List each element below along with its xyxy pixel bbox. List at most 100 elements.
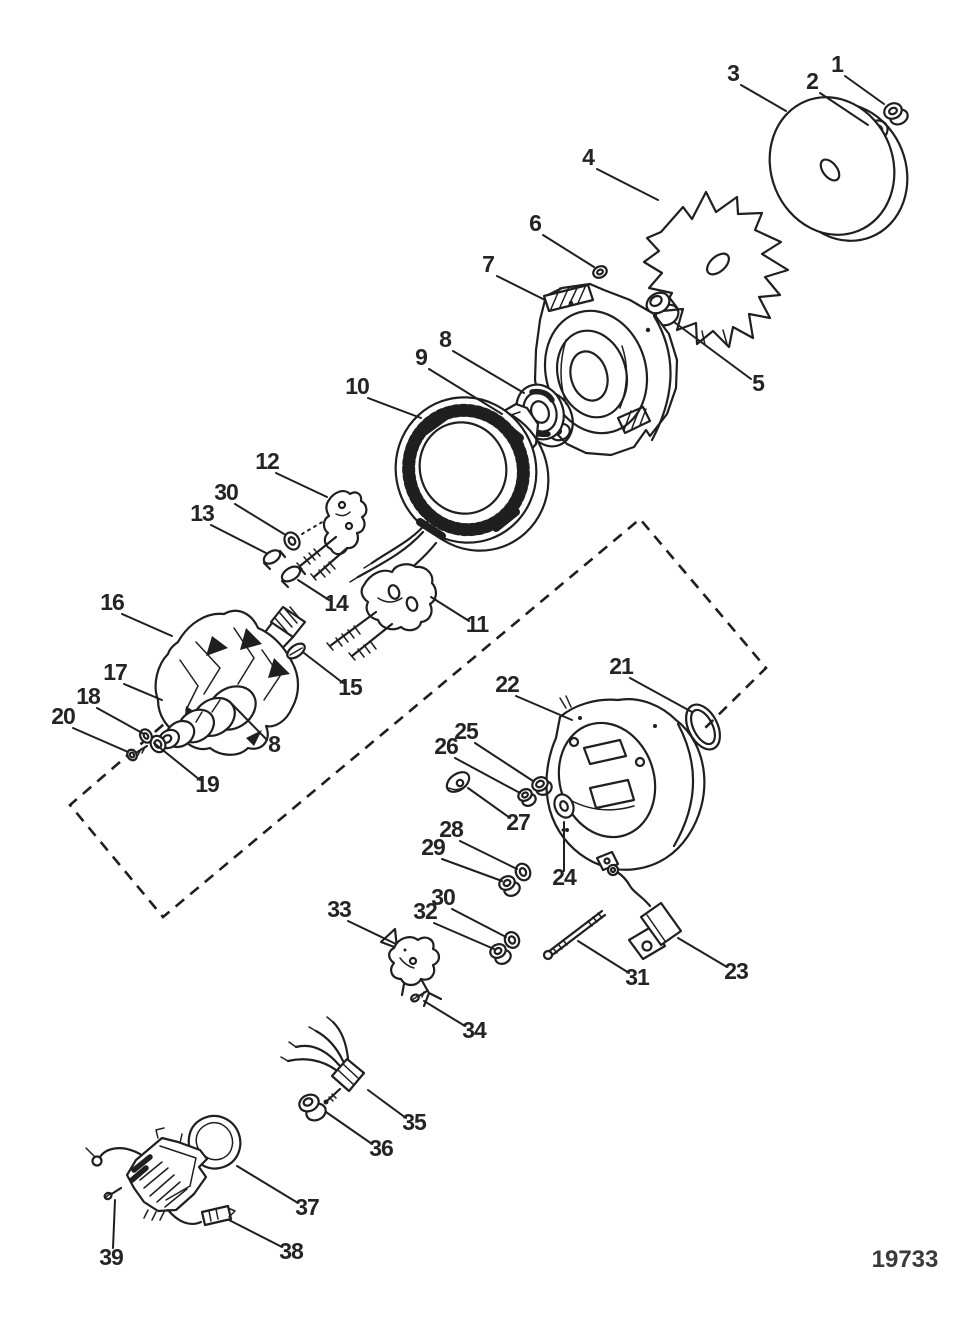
leader-line-35-36 bbox=[367, 1089, 407, 1119]
leader-line-30-30 bbox=[451, 908, 507, 938]
callout-19-19: 19 bbox=[195, 771, 219, 797]
part-screw-39 bbox=[103, 1186, 123, 1201]
callout-37-38: 37 bbox=[295, 1194, 319, 1220]
leader-line-33-32 bbox=[347, 920, 397, 945]
part-insulator-13 bbox=[262, 549, 287, 571]
part-connector-35 bbox=[280, 1016, 366, 1105]
part-washer-28 bbox=[514, 862, 532, 882]
callout-26-25: 26 bbox=[434, 733, 458, 759]
callout-22-23: 22 bbox=[495, 671, 519, 697]
leader-line-7-6 bbox=[496, 275, 546, 301]
part-insulator-washer-27 bbox=[445, 771, 471, 793]
part-nut-29 bbox=[498, 875, 521, 897]
callout-21-22: 21 bbox=[609, 653, 634, 679]
parts-artwork bbox=[85, 96, 909, 1227]
part-nut-32 bbox=[489, 943, 512, 965]
callout-4-3: 4 bbox=[582, 144, 595, 170]
callout-17-16: 17 bbox=[103, 659, 127, 685]
part-capacitor-23 bbox=[606, 863, 683, 961]
leader-line-34-35 bbox=[423, 1000, 466, 1027]
leader-line-32-31 bbox=[433, 922, 495, 950]
callout-36-37: 36 bbox=[369, 1135, 393, 1161]
leader-line-27-26 bbox=[467, 787, 511, 819]
callout-29-29: 29 bbox=[421, 834, 445, 860]
leader-line-28-28 bbox=[459, 840, 518, 870]
leader-line-17-16 bbox=[123, 683, 163, 701]
callout-8-7: 8 bbox=[439, 326, 452, 352]
callout-10-9: 10 bbox=[345, 373, 369, 399]
leader-line-37-38 bbox=[236, 1165, 299, 1204]
callout-15-21: 15 bbox=[338, 674, 363, 700]
leader-line-18-17 bbox=[96, 707, 145, 735]
callout-14-13: 14 bbox=[324, 590, 349, 616]
callout-27-26: 27 bbox=[506, 809, 530, 835]
callout-2-1: 2 bbox=[806, 68, 818, 94]
dashed-boundary bbox=[68, 517, 768, 919]
leader-line-1-0 bbox=[844, 75, 885, 105]
callout-16-15: 16 bbox=[100, 589, 124, 615]
part-nut-6 bbox=[592, 265, 608, 279]
callout-31-33: 31 bbox=[625, 964, 650, 990]
part-rear-end-frame-22 bbox=[545, 695, 706, 872]
leader-line-20-18 bbox=[72, 727, 129, 753]
part-stud-31 bbox=[542, 909, 607, 961]
leader-line-8-20 bbox=[231, 703, 268, 741]
leader-line-10-9 bbox=[367, 397, 422, 419]
leader-line-12-10 bbox=[275, 472, 328, 498]
part-insulator-14 bbox=[280, 565, 307, 589]
drawing-number: 19733 bbox=[872, 1246, 939, 1273]
callout-39-40: 39 bbox=[99, 1244, 123, 1270]
leader-line-23-34 bbox=[677, 937, 728, 968]
callout-layer: 1234567891012301314111617182019815212225… bbox=[51, 51, 885, 1270]
part-key-15 bbox=[286, 642, 306, 660]
callout-33-32: 33 bbox=[327, 896, 351, 922]
part-fan-4 bbox=[642, 190, 790, 349]
callout-35-36: 35 bbox=[402, 1109, 427, 1135]
part-screw-34 bbox=[410, 989, 429, 1003]
leader-line-8-7 bbox=[452, 350, 525, 394]
leader-line-2-1 bbox=[819, 92, 869, 126]
leader-line-31-33 bbox=[577, 940, 630, 974]
callout-6-5: 6 bbox=[529, 210, 541, 236]
leader-line-39-40 bbox=[112, 1199, 116, 1249]
leader-line-13-12 bbox=[210, 524, 267, 554]
callout-24-27: 24 bbox=[552, 864, 577, 890]
callout-25-24: 25 bbox=[454, 718, 479, 744]
leader-line-29-29 bbox=[441, 858, 503, 882]
part-regulator-gasket-37 bbox=[85, 1114, 242, 1221]
leader-line-14-13 bbox=[297, 579, 330, 601]
leader-line-19-19 bbox=[153, 742, 201, 781]
leader-line-6-5 bbox=[542, 234, 595, 268]
callout-13-12: 13 bbox=[190, 500, 214, 526]
part-grommet-36 bbox=[298, 1093, 327, 1122]
callout-34-35: 34 bbox=[462, 1017, 487, 1043]
leader-line-16-15 bbox=[121, 613, 173, 637]
callout-12-10: 12 bbox=[255, 448, 279, 474]
callout-38-39: 38 bbox=[279, 1238, 304, 1264]
callout-23-34: 23 bbox=[724, 958, 748, 984]
part-brush-holder-12 bbox=[296, 490, 368, 581]
leader-line-3-2 bbox=[740, 84, 787, 112]
callout-11-14: 11 bbox=[466, 611, 490, 637]
part-stator-10 bbox=[349, 396, 550, 600]
leader-line-9-8 bbox=[428, 368, 503, 415]
callout-7-6: 7 bbox=[482, 251, 494, 277]
callout-30-30: 30 bbox=[431, 884, 455, 910]
leader-line-11-14 bbox=[430, 596, 470, 622]
part-washer-30-lower bbox=[503, 931, 521, 949]
leader-line-22-23 bbox=[515, 695, 573, 721]
leader-line-26-25 bbox=[454, 757, 521, 794]
leader-line-4-3 bbox=[596, 168, 659, 201]
callout-3-2: 3 bbox=[727, 60, 739, 86]
part-nut-1 bbox=[883, 102, 909, 126]
leader-line-5-4 bbox=[673, 321, 752, 380]
part-nut-26 bbox=[517, 788, 537, 807]
leader-line-15-21 bbox=[303, 652, 344, 684]
callout-20-18: 20 bbox=[51, 703, 75, 729]
leader-line-21-22 bbox=[629, 677, 693, 713]
callout-1-0: 1 bbox=[831, 51, 844, 77]
part-pulley-3 bbox=[768, 96, 909, 242]
callout-8-20: 8 bbox=[268, 731, 281, 757]
